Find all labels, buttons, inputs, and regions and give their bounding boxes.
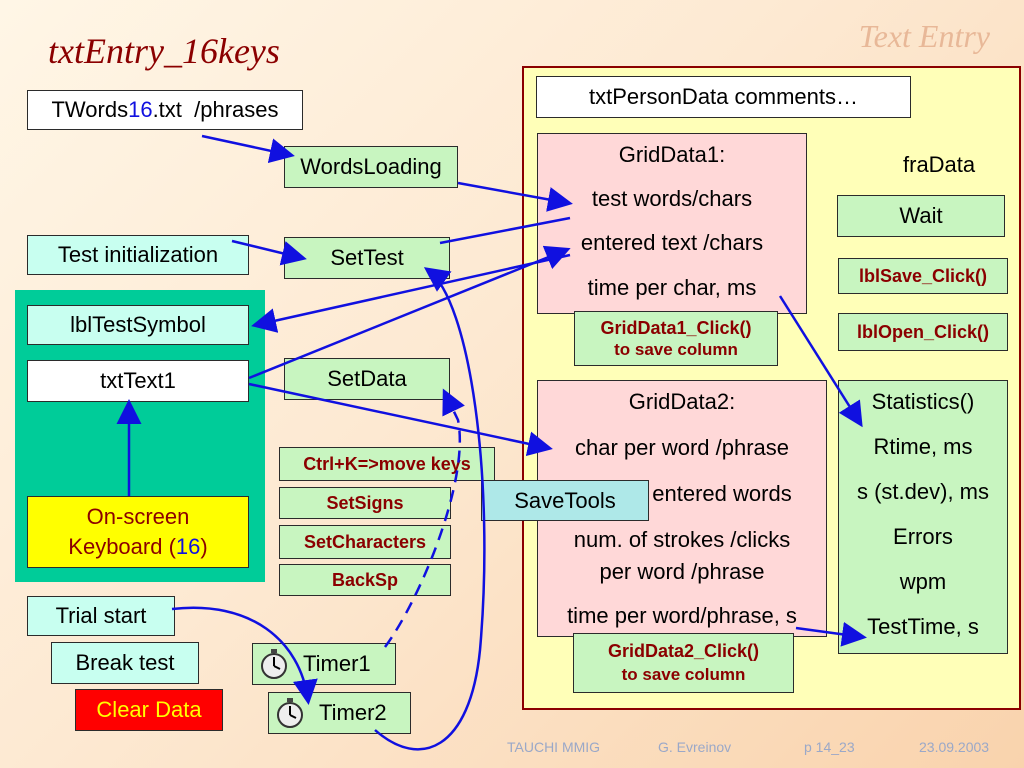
words-loading-box: WordsLoading — [284, 146, 458, 188]
footer-page: p 14_23 — [804, 739, 855, 755]
trial-start-button[interactable]: Trial start — [27, 596, 175, 636]
grid-data1: GridData1: test words/chars entered text… — [537, 133, 807, 314]
keyboard-line1: On-screen — [86, 504, 190, 529]
stats-line: Errors — [893, 523, 953, 549]
arrow-trialstart-to-timer2 — [171, 606, 318, 705]
set-signs-box: SetSigns — [279, 487, 451, 519]
keyboard-line2: Keyboard (16) — [68, 534, 208, 559]
stats-line: Statistics() — [871, 389, 975, 414]
twords-prefix: TWords — [51, 97, 129, 122]
grid2-line: entered words — [652, 481, 792, 506]
arrow-twords-to-wordsloading — [201, 134, 295, 163]
grid1-click-label: GridData1_Click() — [600, 317, 752, 338]
set-characters-box: SetCharacters — [279, 525, 451, 559]
stopwatch-icon — [261, 649, 287, 679]
stats-line: s (st.dev), ms — [856, 478, 989, 504]
timer2-label: Timer2 — [319, 700, 387, 725]
footer-org: TAUCHI MMIG — [507, 739, 601, 755]
grid2-line: GridData2: — [628, 389, 736, 414]
twords-suffix: .txt /phrases — [152, 97, 279, 122]
arrow-timer1-to-setdata — [383, 388, 465, 648]
lbl-open-click[interactable]: lblOpen_Click() — [838, 313, 1008, 351]
twords-num: 16 — [128, 97, 153, 122]
arrow-grid1-to-statistics — [778, 295, 863, 428]
page-title: txtEntry_16keys — [48, 31, 280, 71]
grid2-click-sublabel: to save column — [621, 665, 746, 684]
set-test-box: SetTest — [284, 237, 450, 279]
lbl-test-symbol: lblTestSymbol — [27, 305, 249, 345]
grid1-line: test words/chars — [591, 186, 753, 212]
stats-line: Rtime, ms — [873, 433, 973, 459]
arrow-grid2-to-statistics — [795, 621, 867, 647]
test-initialization-button[interactable]: Test initialization — [27, 235, 249, 275]
stats-line: TestTime, s — [867, 613, 979, 639]
fra-data-label: fraData — [903, 152, 976, 177]
grid2-line: per word /phrase — [599, 559, 765, 584]
arrow-settest-to-grid1 — [439, 216, 571, 245]
footer-author: G. Evreinov — [658, 739, 732, 755]
arrow-testinit-to-settest — [231, 239, 307, 266]
grid-data2-click[interactable]: GridData2_Click() to save column — [573, 633, 794, 693]
ctrl-k-move-keys: Ctrl+K=>move keys — [279, 447, 495, 481]
txt-text1-field[interactable]: txtText1 — [27, 360, 249, 402]
stats-line: wpm — [899, 568, 947, 594]
footer-date: 23.09.2003 — [919, 739, 990, 755]
arrow-grid1-to-lbltestsymbol — [251, 253, 571, 333]
arrow-txttext1-to-grid2 — [248, 382, 553, 457]
clear-data-button[interactable]: Clear Data — [75, 689, 223, 731]
wait-indicator: Wait — [837, 195, 1005, 237]
arrow-wordsloading-to-grid1 — [457, 181, 573, 212]
lbl-save-click[interactable]: lblSave_Click() — [838, 258, 1008, 294]
timer2-box: Timer2 — [268, 692, 411, 734]
grid-data1-click[interactable]: GridData1_Click() to save column — [574, 311, 778, 366]
grid2-line: time per word/phrase, s — [567, 603, 797, 628]
txt-person-data-field[interactable]: txtPersonData comments… — [536, 76, 911, 118]
backsp-box: BackSp — [279, 564, 451, 596]
grid1-line: GridData1: — [618, 142, 726, 167]
grid1-click-sublabel: to save column — [614, 339, 738, 359]
grid2-click-label: GridData2_Click() — [607, 641, 760, 661]
keyboard-num: 16 — [175, 534, 201, 559]
grid1-line: entered text /chars — [580, 230, 764, 256]
grid1-line: time per char, ms — [587, 274, 757, 300]
timer1-label: Timer1 — [303, 651, 371, 676]
section-label: Text Entry — [858, 18, 990, 54]
grid2-line: char per word /phrase — [575, 435, 789, 460]
timer1-box: Timer1 — [252, 643, 396, 685]
arrow-timer2-to-settest — [374, 267, 486, 751]
grid2-line: num. of strokes /clicks — [573, 527, 791, 552]
break-test-button[interactable]: Break test — [51, 642, 199, 684]
stopwatch-icon — [277, 698, 303, 728]
arrow-txttext1-to-grid1 — [248, 245, 571, 380]
statistics-box: Statistics() Rtime, ms s (st.dev), ms Er… — [838, 380, 1008, 654]
set-data-box: SetData — [284, 358, 450, 400]
on-screen-keyboard[interactable]: On-screen Keyboard (16) — [27, 496, 249, 568]
save-tools-box: SaveTools — [481, 480, 649, 521]
